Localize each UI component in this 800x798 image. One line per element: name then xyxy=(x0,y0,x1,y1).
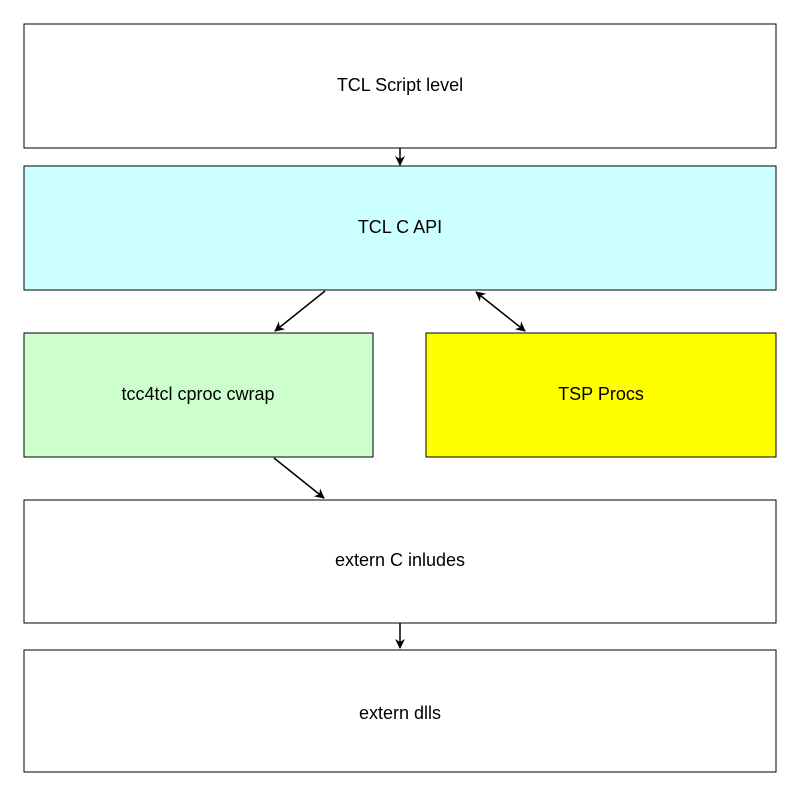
node-tcc4tcl: tcc4tcl cproc cwrap xyxy=(23,332,374,458)
node-label: extern C inludes xyxy=(335,550,465,570)
node-box xyxy=(425,332,777,458)
node-box xyxy=(23,165,777,291)
node-box xyxy=(23,332,374,458)
node-tcl-c-api: TCL C API xyxy=(23,165,777,291)
node-label: TCL Script level xyxy=(337,75,463,95)
node-label: TSP Procs xyxy=(558,384,644,404)
node-label: extern dlls xyxy=(359,703,441,723)
node-extern-dlls: extern dlls xyxy=(23,649,777,773)
edge-api-to-tsp-procs xyxy=(475,291,526,332)
node-box xyxy=(23,649,777,773)
node-tsp-procs: TSP Procs xyxy=(425,332,777,458)
node-label: TCL C API xyxy=(358,217,442,237)
node-tcl-script: TCL Script level xyxy=(23,23,777,149)
node-label: tcc4tcl cproc cwrap xyxy=(121,384,274,404)
edge-api-to-tcc4tcl xyxy=(274,290,326,332)
node-box xyxy=(23,23,777,149)
node-box xyxy=(23,499,777,624)
edge-tcc4tcl-to-extern-c xyxy=(273,457,325,499)
node-extern-c: extern C inludes xyxy=(23,499,777,624)
